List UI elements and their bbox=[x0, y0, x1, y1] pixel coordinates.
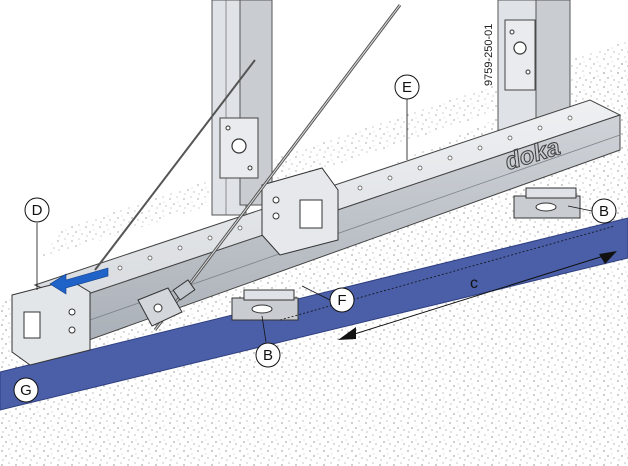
ground-strip bbox=[0, 217, 628, 411]
prop-left-inner bbox=[154, 4, 401, 331]
callout-d: D bbox=[24, 197, 50, 223]
svg-text:B: B bbox=[263, 347, 273, 364]
svg-text:G: G bbox=[20, 382, 32, 399]
upright-frame-left bbox=[211, 0, 273, 216]
callout-b-right: B bbox=[591, 198, 617, 224]
svg-text:F: F bbox=[337, 292, 346, 309]
drawing-code: 9759-250-01 bbox=[483, 24, 495, 86]
upright-frame-right bbox=[497, 0, 571, 131]
svg-text:B: B bbox=[599, 203, 609, 220]
svg-text:E: E bbox=[402, 79, 412, 96]
prop-foot bbox=[137, 279, 196, 327]
bracket bbox=[261, 167, 339, 256]
callout-b-bottom: B bbox=[255, 342, 281, 368]
callout-f: F bbox=[329, 287, 355, 313]
end-plate bbox=[11, 279, 91, 366]
clamp-left bbox=[231, 289, 299, 321]
prop-right bbox=[94, 59, 256, 271]
arrow-left-icon bbox=[49, 267, 109, 295]
clamp-right bbox=[513, 187, 581, 219]
svg-text:D: D bbox=[32, 202, 43, 219]
callout-g: G bbox=[13, 377, 39, 403]
dimension-label: c bbox=[470, 275, 478, 292]
leader-lines bbox=[36, 98, 593, 343]
callout-e: E bbox=[394, 74, 420, 100]
